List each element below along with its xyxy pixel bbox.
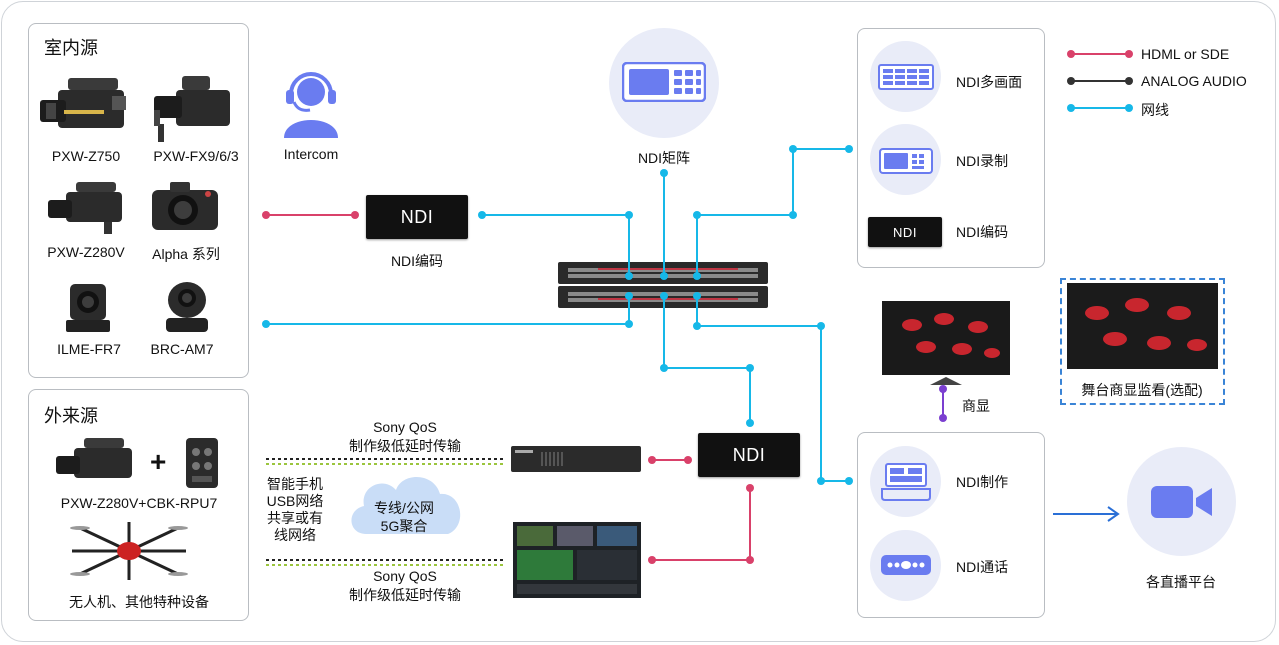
record-icon <box>879 148 933 174</box>
ptz-camera-am7-image <box>166 282 208 332</box>
stage-monitor-box <box>1060 278 1225 405</box>
wire-node <box>625 211 633 219</box>
camera-label-fr7: ILME-FR7 <box>57 341 121 357</box>
legend-network-label: 网线 <box>1141 102 1169 118</box>
camera-label-fx9: PXW-FX9/6/3 <box>153 148 239 164</box>
video-camera-icon <box>1151 486 1212 518</box>
camcorder-fx9-image <box>154 76 230 142</box>
legend-lines <box>1067 50 1133 112</box>
network-wire-output-bottom <box>696 296 849 482</box>
output-multiview-label: NDI多画面 <box>956 74 1023 90</box>
wire-node <box>845 477 853 485</box>
ptz-camera-fr7-image <box>66 284 110 332</box>
output-record-label: NDI录制 <box>956 153 1009 169</box>
wire-node <box>693 211 701 219</box>
wire-node <box>746 364 754 372</box>
network-wire-ndi-center <box>663 296 751 423</box>
output-encoder-box: NDI <box>868 217 942 247</box>
stage-monitor-label: 舞台商显监看(选配) <box>1081 382 1203 398</box>
plus-sign: + <box>150 446 167 477</box>
wire-node <box>693 272 701 280</box>
camera-label-alpha: Alpha 系列 <box>152 246 220 262</box>
wire-node <box>351 211 359 219</box>
call-icon <box>881 555 931 575</box>
wire-node <box>625 320 633 328</box>
wire-node <box>817 477 825 485</box>
wire-node <box>625 272 633 280</box>
qos-top-line2: 制作级低延时传输 <box>349 438 461 454</box>
wire-node <box>478 211 486 219</box>
camera-label-z750: PXW-Z750 <box>51 148 121 164</box>
ndi-matrix-icon <box>622 62 706 102</box>
cbk-rpu7-image <box>186 438 218 488</box>
output-production-label: NDI制作 <box>956 474 1009 490</box>
qos-top-line1: Sony QoS <box>373 419 437 435</box>
network-wire-output-top <box>696 148 849 276</box>
wire-node <box>660 272 668 280</box>
legend-hdmi-label: HDML or SDE <box>1141 46 1230 62</box>
wire-node <box>746 419 754 427</box>
ndi-center-box: NDI <box>698 433 800 477</box>
wire-node <box>660 169 668 177</box>
network-wire-encoder <box>482 214 630 276</box>
indoor-sources-title: 室内源 <box>44 38 98 58</box>
production-software-screenshot <box>513 522 641 598</box>
wire-node <box>789 211 797 219</box>
drone-label: 无人机、其他特种设备 <box>69 594 209 610</box>
drone-image <box>70 522 188 580</box>
platform-arrow-head <box>1107 506 1120 522</box>
stage-monitor-image <box>1067 283 1218 369</box>
wire-node <box>648 456 656 464</box>
external-sources-title: 外来源 <box>44 406 98 426</box>
wire-node <box>789 145 797 153</box>
intercom-label: Intercom <box>283 146 339 162</box>
output-call-label: NDI通话 <box>956 559 1009 575</box>
camcorder-z750-image <box>40 78 126 128</box>
wire-node <box>660 292 668 300</box>
wire-node <box>939 385 947 393</box>
output-encoder-label: NDI编码 <box>956 224 1009 240</box>
platform-label: 各直播平台 <box>1146 574 1216 590</box>
wire-node <box>262 320 270 328</box>
qos-bottom-line1: Sony QoS <box>373 568 437 584</box>
ndi-encoder-label: NDI编码 <box>390 253 444 269</box>
qos-receiver-image <box>511 446 641 472</box>
monitor-label: 商显 <box>962 398 990 414</box>
intercom-headset-icon <box>284 72 338 138</box>
wire-node <box>817 322 825 330</box>
cloud-line2: 5G聚合 <box>380 518 428 534</box>
wire-node <box>648 556 656 564</box>
multiview-icon <box>878 64 934 90</box>
external-sources-panel <box>28 389 249 621</box>
legend-audio-label: ANALOG AUDIO <box>1141 73 1247 89</box>
camera-label-z280v: PXW-Z280V <box>47 244 125 260</box>
wire-node <box>262 211 270 219</box>
wire-node <box>746 484 754 492</box>
wire-node <box>693 292 701 300</box>
cloud-shape <box>351 476 461 534</box>
alpha-camera-image <box>152 182 218 230</box>
ndi-matrix-label: NDI矩阵 <box>637 150 691 166</box>
wire-node <box>684 456 692 464</box>
hdmi-wire-software <box>652 488 751 561</box>
wire-node <box>845 145 853 153</box>
network-wire-indoor <box>266 296 630 325</box>
network-note: 智能手机USB网络共享或有线网络 <box>266 476 324 543</box>
wire-node <box>625 292 633 300</box>
ndi-encoder-box: NDI <box>366 195 468 239</box>
cloud-line1: 专线/公网 <box>374 500 434 516</box>
wire-node <box>939 414 947 422</box>
qos-bottom-line2: 制作级低延时传输 <box>349 587 461 603</box>
camera-kit-label: PXW-Z280V+CBK-RPU7 <box>60 495 218 511</box>
wire-node <box>660 364 668 372</box>
wire-node <box>693 322 701 330</box>
camcorder-z280v-external-image <box>56 438 132 478</box>
camcorder-z280v-image <box>48 182 122 234</box>
wire-node <box>746 556 754 564</box>
camera-label-am7: BRC-AM7 <box>150 341 214 357</box>
monitor-image <box>882 301 1010 385</box>
production-icon <box>881 463 931 501</box>
